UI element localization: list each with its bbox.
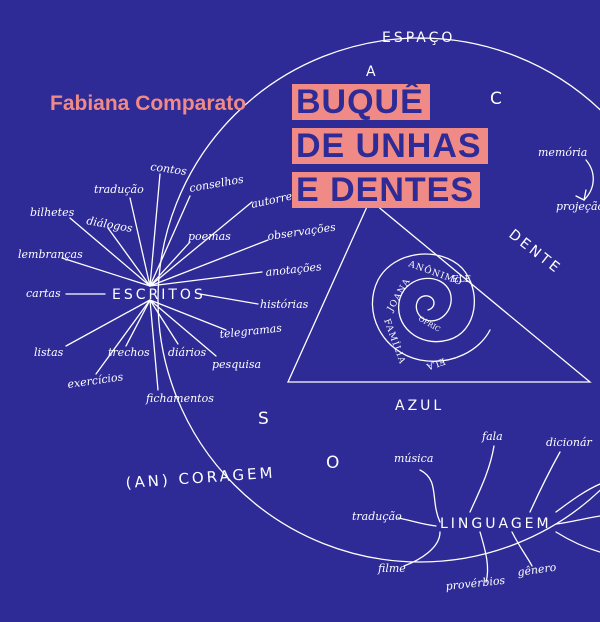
letter-s: S bbox=[258, 409, 272, 429]
escritos-poemas: poemas bbox=[188, 230, 231, 243]
letter-a: A bbox=[366, 64, 379, 80]
triangle-label-azul: AZUL bbox=[395, 398, 444, 414]
title-line-3: E DENTES bbox=[292, 172, 481, 208]
linguagem-fala: fala bbox=[481, 430, 503, 443]
linguagem-spokes bbox=[397, 445, 600, 583]
escritos-observacoes: observações bbox=[267, 220, 337, 242]
letter-c: C bbox=[490, 89, 505, 109]
right-arrow bbox=[583, 159, 594, 201]
title-line-1: BUQUÊ bbox=[292, 84, 430, 120]
linguagem-proverbios: provérbios bbox=[445, 574, 506, 593]
right-word-memoria: memória bbox=[538, 146, 587, 159]
escritos-anotacoes: anotações bbox=[265, 260, 323, 279]
linguagem-label: LINGUAGEM bbox=[440, 516, 552, 532]
label-espaco: ESPAÇO bbox=[382, 30, 455, 46]
spiral-word-ele: ELE bbox=[452, 275, 471, 285]
escritos-diarios: diários bbox=[168, 346, 207, 359]
escritos-conselhos: conselhos bbox=[188, 173, 245, 195]
escritos-telegramas: telegramas bbox=[219, 321, 283, 340]
escritos-label: ESCRITOS bbox=[112, 287, 206, 303]
escritos-pesquisa: pesquisa bbox=[212, 358, 261, 371]
letter-o: O bbox=[326, 453, 342, 473]
linguagem-genero: gênero bbox=[517, 561, 558, 579]
escritos-exercicios: exercícios bbox=[67, 370, 125, 391]
escritos-spokes bbox=[61, 173, 269, 391]
spiral-word-opric: OPRIC bbox=[417, 315, 442, 334]
linguagem-musica: música bbox=[394, 452, 433, 465]
spiral-word-familia: FAMÍLIA bbox=[381, 317, 409, 366]
escritos-bilhetes: bilhetes bbox=[30, 206, 75, 219]
triangle bbox=[286, 198, 592, 383]
escritos-contos: contos bbox=[150, 160, 188, 178]
triangle-label-dente: DENTE bbox=[506, 227, 565, 278]
escritos-historias: histórias bbox=[260, 298, 309, 311]
right-arrowhead bbox=[575, 189, 587, 201]
escritos-listas: listas bbox=[34, 346, 64, 359]
linguagem-dicionario: dicionár bbox=[546, 436, 593, 449]
escritos-traducao: tradução bbox=[94, 183, 144, 196]
escritos-cartas: cartas bbox=[26, 287, 61, 300]
coragem-label: (AN) CORAGEM bbox=[125, 464, 276, 492]
linguagem-filme: filme bbox=[377, 562, 406, 575]
escritos-lembrancas: lembranças bbox=[18, 248, 83, 261]
linguagem-traducao: tradução bbox=[352, 510, 402, 523]
escritos-dialogos: diálogos bbox=[85, 214, 133, 235]
right-word-projecao: projeção bbox=[556, 200, 600, 213]
big-circle bbox=[157, 37, 600, 563]
spiral bbox=[371, 253, 491, 362]
title-line-2: DE UNHAS bbox=[292, 128, 488, 164]
escritos-trechos: trechos bbox=[108, 346, 150, 359]
spiral-word-ela: ELA bbox=[425, 355, 447, 371]
escritos-fichamentos: fichamentos bbox=[145, 392, 214, 405]
author-name: Fabiana Comparato bbox=[50, 92, 247, 115]
